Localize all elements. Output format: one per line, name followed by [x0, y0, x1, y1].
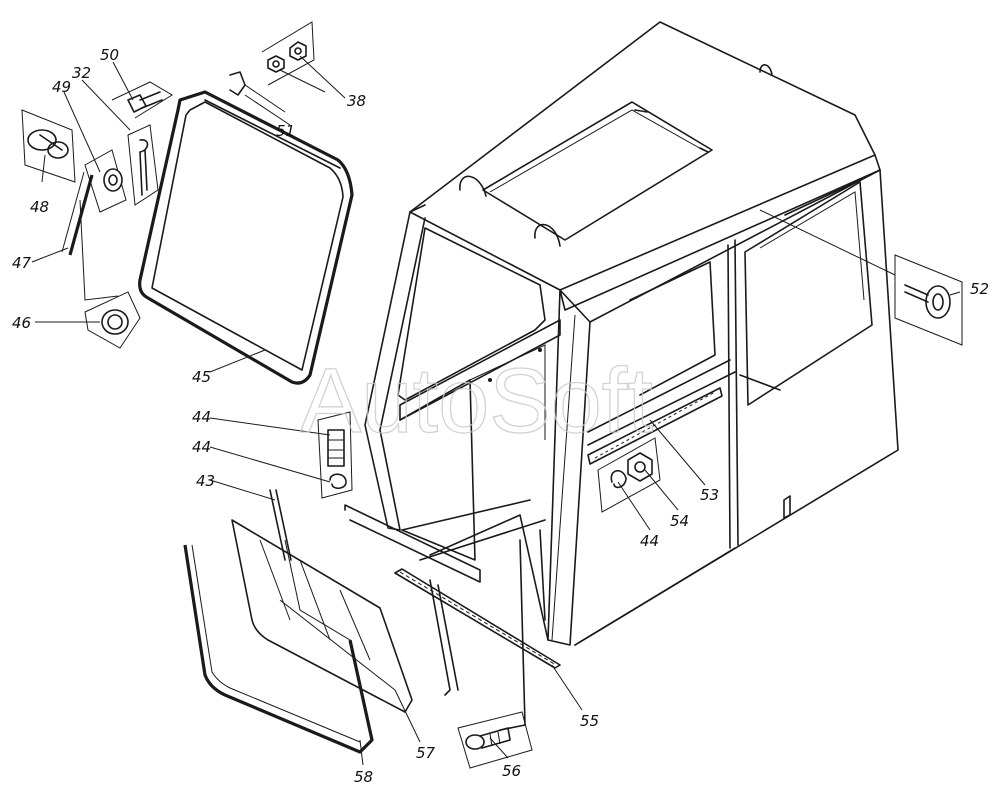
label-52: 51 [276, 122, 295, 140]
clip-52 [229, 71, 286, 113]
label-53: 52 [970, 280, 989, 298]
label-45: 44 [192, 408, 211, 426]
bolt-panel-57 [457, 711, 533, 769]
watermark: AutoSoft [300, 350, 653, 452]
label-44-right: 44 [640, 532, 659, 550]
label-38: 38 [347, 92, 366, 110]
nuts-panel-38 [261, 21, 315, 86]
bolt-panel-45-44 [317, 411, 353, 499]
nut-panel-44-55 [597, 437, 661, 513]
label-54: 53 [700, 486, 719, 504]
glass-58 [231, 519, 413, 713]
label-50: 49 [52, 78, 71, 96]
window-frame-46 [138, 90, 354, 385]
label-55: 54 [670, 512, 689, 530]
label-56: 55 [580, 712, 599, 730]
cotter-panel-32 [127, 124, 159, 206]
label-32: 32 [72, 64, 91, 82]
pin-panel-49-50 [21, 109, 127, 213]
bolt-panel-51 [111, 81, 173, 119]
label-48: 47 [12, 254, 32, 272]
cab-body [344, 21, 899, 731]
label-49: 48 [30, 198, 49, 216]
knob-panel-53 [759, 209, 963, 346]
knob-panel-47 [79, 199, 141, 349]
strip-43 [269, 489, 292, 561]
part-labels: 50 32 49 48 47 46 45 38 51 52 44 44 43 5… [12, 46, 989, 786]
label-46: 45 [192, 368, 211, 386]
label-58: 57 [416, 744, 436, 762]
label-47: 46 [12, 314, 31, 332]
leader-lines [31, 55, 961, 766]
label-43: 43 [196, 472, 215, 490]
label-44-left: 44 [192, 438, 211, 456]
label-51: 50 [100, 46, 119, 64]
label-57: 56 [502, 762, 521, 780]
seal-59 [183, 544, 374, 754]
label-59: 58 [354, 768, 373, 786]
